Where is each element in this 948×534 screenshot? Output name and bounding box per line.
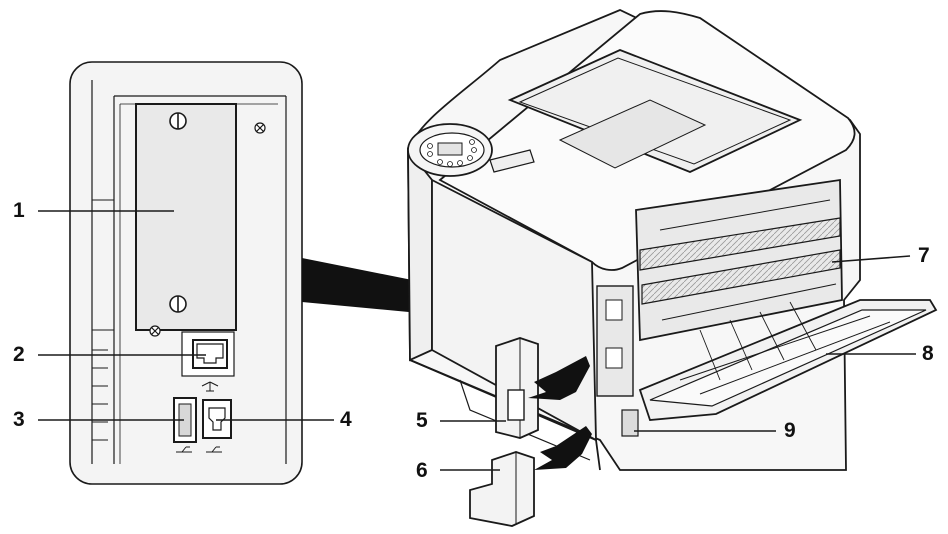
- callout-3: 3: [13, 408, 25, 431]
- callout-6: 6: [416, 459, 428, 482]
- callout-2: 2: [13, 343, 25, 366]
- usb-b-port-icon: [202, 399, 232, 439]
- interface-panel-detail: [69, 61, 303, 485]
- fuser-rollers: [639, 217, 841, 305]
- leader-lines: [38, 210, 916, 471]
- usb-cable-cover: [469, 451, 535, 527]
- leader-7: [831, 255, 911, 263]
- arrow-icon: [534, 426, 592, 470]
- printer-body: [407, 9, 938, 471]
- screw-icon: [149, 325, 161, 337]
- usb-symbol-icon: [176, 446, 192, 453]
- usb-port-icon: [173, 397, 197, 443]
- rail-ticks: [92, 199, 114, 441]
- usb-symbol-icon: [206, 446, 222, 453]
- callout-9: 9: [784, 419, 796, 442]
- interface-cover: [495, 337, 539, 439]
- callout-8: 8: [922, 342, 934, 365]
- operation-panel: [407, 123, 535, 177]
- callout-7: 7: [918, 244, 930, 267]
- screw-icon: [169, 112, 187, 130]
- callout-1: 1: [13, 199, 25, 222]
- screw-icon: [254, 122, 266, 134]
- screw-icon: [169, 295, 187, 313]
- callout-4: 4: [340, 408, 352, 431]
- arrow-icon: [528, 356, 590, 400]
- cover-lever: [621, 409, 639, 437]
- option-slot-cover: [135, 103, 237, 331]
- network-symbol-icon: [201, 381, 219, 392]
- network-port-icon: [181, 331, 235, 377]
- callout-5: 5: [416, 409, 428, 432]
